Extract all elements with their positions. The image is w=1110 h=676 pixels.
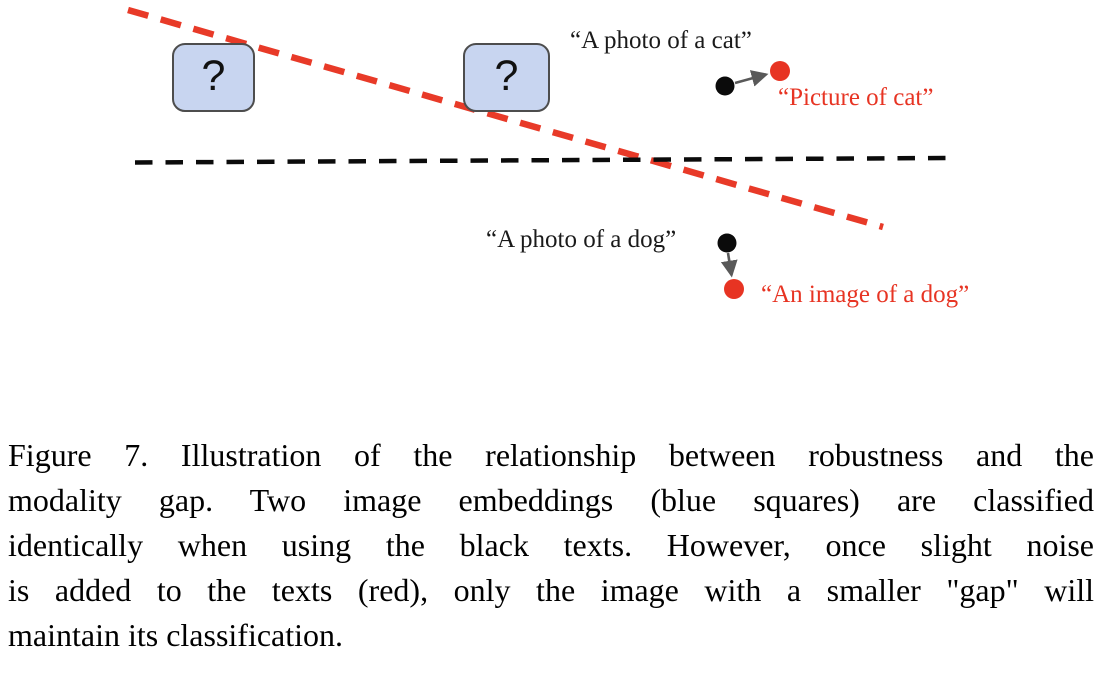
dog-text-shift-arrow	[720, 252, 738, 278]
noisy-decision-boundary-line	[127, 6, 884, 231]
modality-gap-diagram: ? ? “A photo of a cat” “Picture of cat” …	[127, 6, 970, 308]
caption-line-5: maintain its classification.	[8, 617, 344, 653]
cat-text-embedding-dot	[715, 76, 735, 96]
cat-noisy-text-embedding-dot	[770, 61, 790, 81]
image-embedding-box-1: ?	[172, 43, 255, 112]
cat-text-shift-arrow	[734, 70, 769, 87]
dog-noisy-text-embedding-dot	[724, 279, 744, 299]
caption-line-1: Figure 7. Illustration of the relationsh…	[8, 437, 1094, 473]
cat-text-label: “A photo of a cat”	[570, 27, 752, 54]
question-mark-2: ?	[494, 51, 519, 100]
dog-text-label: “A photo of a dog”	[486, 226, 677, 253]
caption-line-4: is added to the texts (red), only the im…	[8, 572, 1094, 608]
caption-line-3: identically when using the black texts. …	[8, 527, 1094, 563]
cat-noisy-text-label: “Picture of cat”	[778, 84, 934, 111]
dog-noisy-text-label: “An image of a dog”	[761, 281, 970, 308]
original-decision-boundary-line	[134, 155, 949, 165]
caption-line-2: modality gap. Two image embeddings (blue…	[8, 482, 1094, 518]
dog-text-embedding-dot	[717, 233, 737, 253]
figure-caption: Figure 7. Illustration of the relationsh…	[8, 433, 1094, 658]
question-mark-1: ?	[201, 51, 226, 100]
diagram-canvas	[127, 6, 949, 299]
image-embedding-box-2: ?	[463, 43, 550, 112]
